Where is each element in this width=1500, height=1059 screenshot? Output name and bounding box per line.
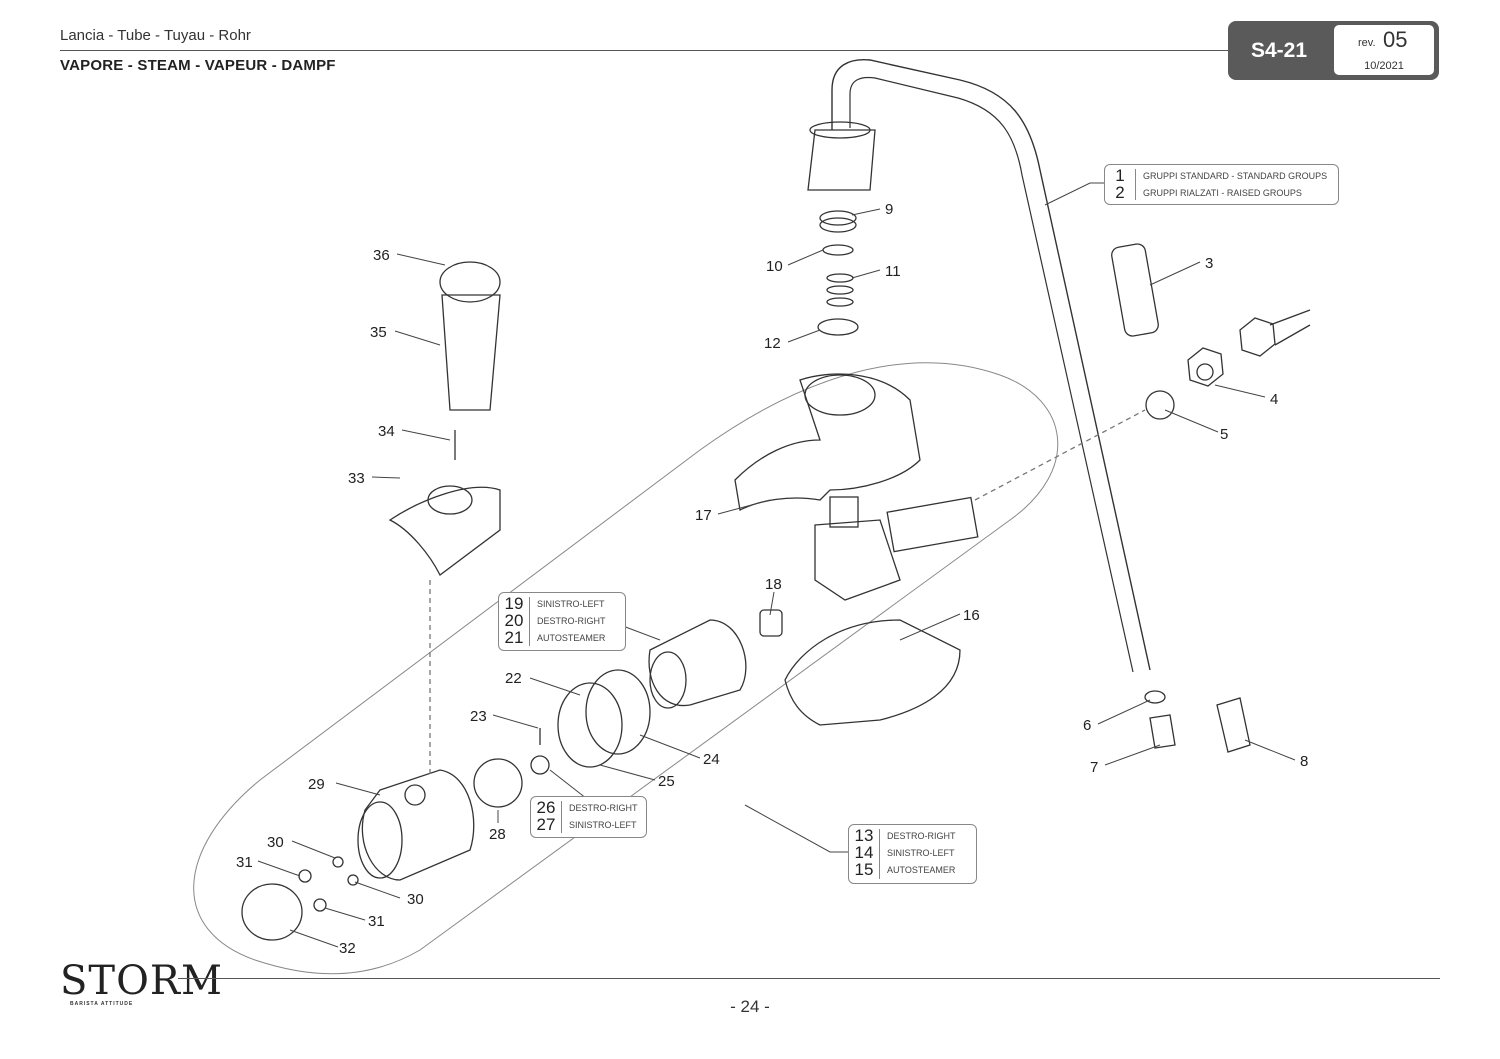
tube-fitting xyxy=(807,129,876,191)
connector-3 xyxy=(1111,243,1159,337)
part-label: 5 xyxy=(1220,426,1228,443)
callout-number: 13 xyxy=(854,826,874,845)
part-label: 16 xyxy=(963,607,980,624)
callout-text: DESTRO-RIGHT xyxy=(537,616,606,626)
washer-5 xyxy=(1145,390,1175,420)
part-label: 24 xyxy=(703,751,720,768)
lever-plate-33 xyxy=(388,486,501,576)
page-number: - 24 - xyxy=(730,997,770,1016)
callout-number: 14 xyxy=(854,843,874,862)
header-title: Lancia - Tube - Tuyau - Rohr xyxy=(60,27,251,44)
footer-rule xyxy=(178,978,1440,979)
part-label: 8 xyxy=(1300,753,1308,770)
handle-cap-36 xyxy=(439,261,501,303)
callout-tube-variants: 1 GRUPPI STANDARD - STANDARD GROUPS 2 GR… xyxy=(1104,164,1339,205)
callout-number: 1 xyxy=(1115,166,1125,185)
steam-tube xyxy=(831,58,1151,671)
callout-number: 15 xyxy=(854,860,874,879)
spring-11 xyxy=(826,273,854,283)
callout-text: SINISTRO-LEFT xyxy=(537,599,605,609)
nut-4 xyxy=(1187,347,1224,387)
part-label: 9 xyxy=(885,201,893,218)
part-label: 35 xyxy=(370,324,387,341)
part-label: 6 xyxy=(1083,717,1091,734)
callout-number: 19 xyxy=(504,594,524,613)
callout-number: 27 xyxy=(536,815,556,834)
part-label: 4 xyxy=(1270,391,1278,408)
steam-tube-inner xyxy=(849,76,1134,673)
callout-cylinder-variants: 19 SINISTRO-LEFT 20 DESTRO-RIGHT 21 AUTO… xyxy=(498,592,626,651)
part-label: 10 xyxy=(766,258,783,275)
screw-31a xyxy=(298,869,312,883)
part-label: 3 xyxy=(1205,255,1213,272)
header-rule xyxy=(60,50,1230,51)
disc-28 xyxy=(473,758,523,808)
callout-text: AUTOSTEAMER xyxy=(537,633,606,643)
part-label: 22 xyxy=(505,670,522,687)
revision-box xyxy=(1334,25,1434,75)
callout-text: DESTRO-RIGHT xyxy=(569,803,638,813)
page-code: S4-21 xyxy=(1250,39,1308,62)
sleeve-8 xyxy=(1216,697,1251,753)
assembly-outline xyxy=(193,362,1059,975)
screw-30b xyxy=(347,874,359,886)
part-label: 36 xyxy=(373,247,390,264)
callout-number: 26 xyxy=(536,798,556,817)
revision-number: 05 xyxy=(1383,27,1408,52)
brand-logo: STORM xyxy=(60,958,223,1004)
screw-30a xyxy=(332,856,344,868)
callout-text: GRUPPI STANDARD - STANDARD GROUPS xyxy=(1143,171,1328,181)
part-label: 31 xyxy=(236,854,253,871)
handle-35 xyxy=(441,294,501,411)
callout-number: 2 xyxy=(1115,183,1125,202)
valve-housing-17 xyxy=(734,373,921,511)
callout-nozzle-variants: 26 DESTRO-RIGHT 27 SINISTRO-LEFT xyxy=(530,796,647,838)
cover-32 xyxy=(241,883,303,941)
bushing-9 xyxy=(819,210,857,226)
revision-date: 10/2021 xyxy=(1364,60,1404,72)
part-label: 31 xyxy=(368,913,385,930)
part-label: 34 xyxy=(378,423,395,440)
part-label: 17 xyxy=(695,507,712,524)
part-label: 25 xyxy=(658,773,675,790)
part-label: 7 xyxy=(1090,759,1098,776)
revision-label: rev. xyxy=(1358,37,1376,49)
valve-housing-16 xyxy=(784,619,961,726)
callout-text: AUTOSTEAMER xyxy=(887,865,956,875)
callout-number: 21 xyxy=(504,628,524,647)
tip-7 xyxy=(1149,714,1176,749)
gasket-12 xyxy=(817,318,859,336)
part-label: 23 xyxy=(470,708,487,725)
part-label: 30 xyxy=(267,834,284,851)
nozzle-26 xyxy=(530,755,550,775)
oring-6 xyxy=(1144,690,1166,704)
part-label: 12 xyxy=(764,335,781,352)
nut-right xyxy=(1239,317,1276,357)
brand-tagline: BARISTA ATTITUDE xyxy=(70,1001,134,1007)
part-label: 28 xyxy=(489,826,506,843)
valve-stem-18 xyxy=(759,609,783,637)
knob-housing-29 xyxy=(361,769,475,881)
oring-10 xyxy=(822,244,854,256)
callout-text: SINISTRO-LEFT xyxy=(569,820,637,830)
callout-valve-variants: 13 DESTRO-RIGHT 14 SINISTRO-LEFT 15 AUTO… xyxy=(848,824,977,884)
callout-text: GRUPPI RIALZATI - RAISED GROUPS xyxy=(1143,188,1302,198)
valve-cylinder xyxy=(648,619,747,707)
callout-text: DESTRO-RIGHT xyxy=(887,831,956,841)
part-label: 33 xyxy=(348,470,365,487)
callout-number: 20 xyxy=(504,611,524,630)
screw-31b xyxy=(313,898,327,912)
valve-body xyxy=(814,519,901,601)
collar-22 xyxy=(557,682,623,768)
part-label: 18 xyxy=(765,576,782,593)
part-label: 29 xyxy=(308,776,325,793)
header-subtitle: VAPORE - STEAM - VAPEUR - DAMPF xyxy=(60,57,336,74)
callout-text: SINISTRO-LEFT xyxy=(887,848,955,858)
part-label: 11 xyxy=(885,263,901,280)
part-label: 30 xyxy=(407,891,424,908)
part-label: 32 xyxy=(339,940,356,957)
